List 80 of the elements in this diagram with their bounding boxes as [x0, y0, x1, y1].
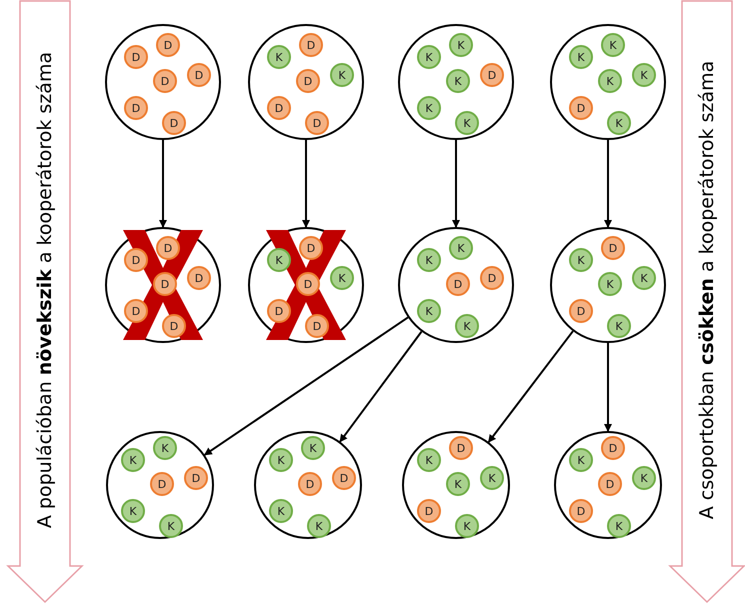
agent-circle: D — [296, 69, 320, 93]
agent-circle: D — [305, 111, 329, 135]
agent-circle: K — [569, 248, 593, 272]
agent-circle: D — [124, 45, 148, 69]
agent-circle: K — [480, 466, 504, 490]
agent-circle: K — [307, 514, 331, 538]
agent-circle: D — [332, 466, 356, 490]
agent-circle: K — [607, 314, 631, 338]
agent-circle: K — [269, 448, 293, 472]
arrow — [302, 140, 310, 228]
agent-circle: K — [598, 69, 622, 93]
agent-circle: D — [480, 63, 504, 87]
agent-circle: D — [153, 69, 177, 93]
agent-circle: D — [162, 314, 186, 338]
arrow — [339, 331, 422, 442]
agent-circle: D — [601, 236, 625, 260]
arrow — [604, 343, 612, 432]
agent-circle: K — [449, 33, 473, 57]
agent-circle: D — [187, 63, 211, 87]
agent-circle: D — [601, 436, 625, 460]
agent-circle: D — [480, 266, 504, 290]
agent-circle: K — [569, 45, 593, 69]
agent-circle: K — [159, 514, 183, 538]
arrow-caption: A csoportokban csökken a kooperátorok száma — [696, 60, 718, 520]
agent-circle: D — [417, 499, 441, 523]
agent-circle: K — [455, 314, 479, 338]
agent-circle: D — [267, 299, 291, 323]
agent-circle: K — [455, 111, 479, 135]
agent-circle: K — [267, 248, 291, 272]
agent-circle: K — [446, 69, 470, 93]
agent-circle: D — [446, 272, 470, 296]
agent-circle: K — [601, 33, 625, 57]
arrow-caption: A populációban növekszik a kooperátorok száma — [34, 52, 56, 528]
agent-circle: K — [449, 236, 473, 260]
agent-circle: K — [153, 436, 177, 460]
agent-circle: D — [156, 236, 180, 260]
agent-circle: K — [121, 448, 145, 472]
agent-circle: D — [299, 33, 323, 57]
agent-circle: K — [330, 266, 354, 290]
agent-circle: D — [298, 472, 322, 496]
agent-circle: D — [305, 314, 329, 338]
agent-circle: D — [299, 236, 323, 260]
agent-circle: K — [598, 272, 622, 296]
agent-circle: K — [607, 111, 631, 135]
agent-circle: D — [569, 499, 593, 523]
agent-circle: D — [184, 466, 208, 490]
arrow — [204, 316, 408, 456]
arrow — [159, 140, 167, 228]
agent-circle: K — [330, 63, 354, 87]
agent-circle: K — [417, 448, 441, 472]
agent-circle: D — [124, 299, 148, 323]
agent-circle: K — [269, 499, 293, 523]
agent-circle: D — [156, 33, 180, 57]
arrow — [488, 330, 574, 443]
agent-circle: K — [417, 299, 441, 323]
agent-circle: K — [417, 96, 441, 120]
agent-circle: D — [187, 266, 211, 290]
agent-circle: D — [124, 248, 148, 272]
agent-circle: K — [267, 45, 291, 69]
agent-circle: D — [569, 299, 593, 323]
arrow — [604, 140, 612, 228]
agent-circle: K — [632, 466, 656, 490]
agent-circle: D — [162, 111, 186, 135]
agent-circle: K — [632, 63, 656, 87]
agent-circle: D — [150, 472, 174, 496]
agent-circle: D — [267, 96, 291, 120]
agent-circle: K — [417, 45, 441, 69]
agent-circle: K — [569, 448, 593, 472]
agent-circle: K — [632, 266, 656, 290]
agent-circle: K — [455, 514, 479, 538]
agent-circle: D — [124, 96, 148, 120]
agent-circle: K — [446, 472, 470, 496]
agent-circle: K — [417, 248, 441, 272]
arrow — [452, 140, 460, 228]
agent-circle: D — [569, 96, 593, 120]
agent-circle: D — [598, 472, 622, 496]
agent-circle: K — [301, 436, 325, 460]
agent-circle: K — [121, 499, 145, 523]
agent-circle: D — [449, 436, 473, 460]
agent-circle: K — [607, 514, 631, 538]
